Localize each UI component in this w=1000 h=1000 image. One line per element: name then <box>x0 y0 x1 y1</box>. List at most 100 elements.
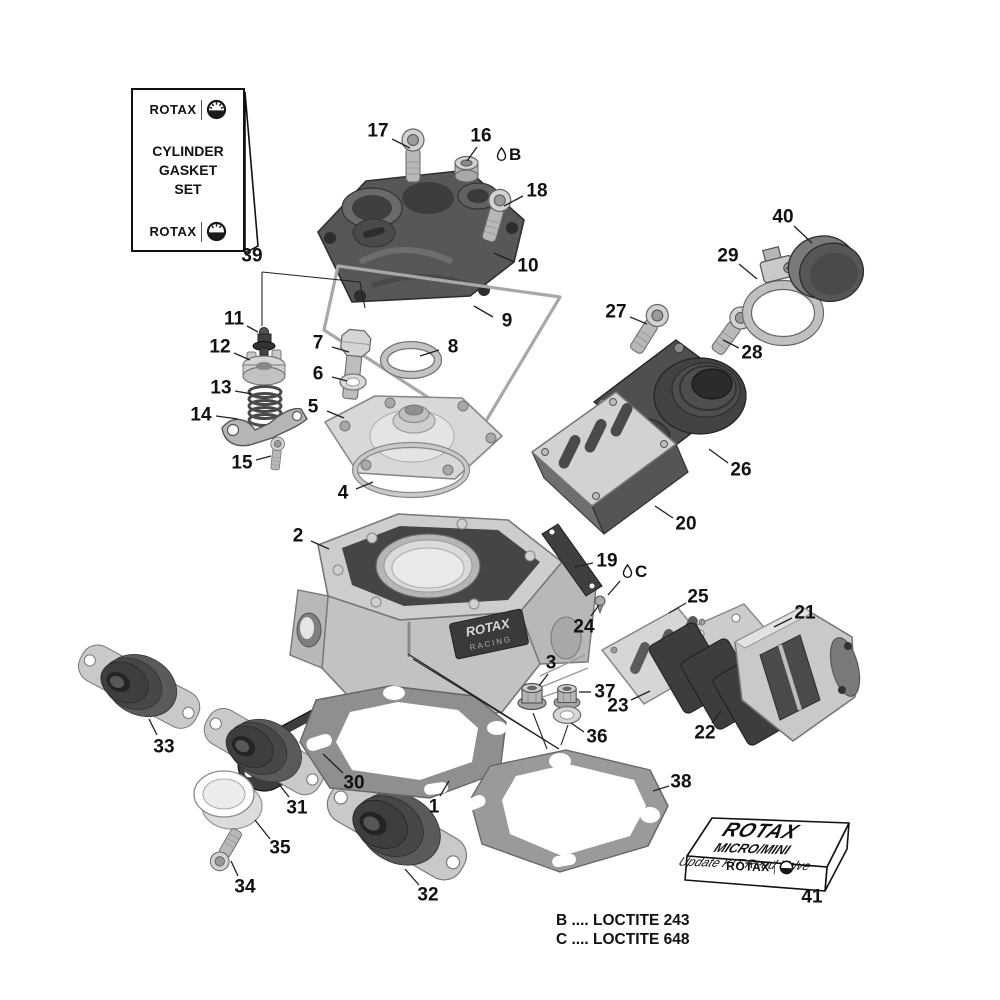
part-21-reed-cage <box>733 606 861 742</box>
callout-38: 38 <box>670 771 692 793</box>
callout-16: 16 <box>470 125 492 147</box>
adhesive-legend: B .... LOCTITE 243 C .... LOCTITE 648 <box>556 911 690 949</box>
callout-34: 34 <box>234 876 256 898</box>
callout-24: 24 <box>573 616 595 638</box>
leader-line <box>652 785 670 792</box>
rotax-wordmark: ROTAX <box>149 224 197 239</box>
gasket-set-card: ROTAX CYLINDER GASKET SET ROTAX <box>131 88 245 252</box>
part-4-o-ring <box>351 441 471 499</box>
leader-line <box>711 710 722 724</box>
callout-22: 22 <box>694 722 716 744</box>
leader-line <box>331 346 350 353</box>
callout-4: 4 <box>337 482 349 504</box>
leader-line <box>466 146 478 162</box>
callout-40: 40 <box>772 206 794 228</box>
callout-29: 29 <box>717 245 739 267</box>
callout-12: 12 <box>209 336 231 358</box>
card-brand-bottom: ROTAX <box>133 221 243 242</box>
leader-line <box>793 225 813 244</box>
brand-logo-icon <box>206 221 226 242</box>
callout-33: 33 <box>153 736 175 758</box>
legend-line-c: C .... LOCTITE 648 <box>556 931 690 948</box>
leader-line <box>773 617 793 628</box>
leader-line <box>708 448 729 464</box>
leader-line <box>233 352 251 361</box>
card-title-line3: SET <box>174 181 202 197</box>
leader-line <box>630 690 651 701</box>
callout-11: 11 <box>223 308 245 330</box>
brand-divider <box>200 99 202 120</box>
callout-6: 6 <box>312 363 324 385</box>
leader-line <box>590 604 600 617</box>
callout-14: 14 <box>190 404 212 426</box>
callout-36: 36 <box>586 726 608 748</box>
leader-line <box>538 673 549 687</box>
callout-8: 8 <box>447 336 459 358</box>
leader-line <box>322 753 344 774</box>
callout-19: 19 <box>596 550 618 572</box>
callout-41: 41 <box>801 886 823 908</box>
callout-37: 37 <box>594 681 616 703</box>
adhesive-letter: C <box>635 562 648 581</box>
part-29-hose-clamp <box>741 245 825 347</box>
leader-line <box>473 305 494 318</box>
rotax-wordmark: ROTAX <box>149 102 197 117</box>
callout-25: 25 <box>687 586 709 608</box>
part-11-plug <box>252 327 276 356</box>
callout-28: 28 <box>741 342 763 364</box>
part-24-screw <box>594 595 606 615</box>
leader-line <box>148 718 158 736</box>
card-title: CYLINDER GASKET SET <box>133 142 243 199</box>
leader-line <box>722 339 740 349</box>
part-1-base-gasket <box>299 685 507 799</box>
detail-line <box>532 712 548 750</box>
leader-line <box>215 415 239 420</box>
card-title-line2: GASKET <box>158 162 218 178</box>
leader-line <box>254 819 271 840</box>
leader-line <box>738 263 758 280</box>
callout-32: 32 <box>417 884 439 906</box>
part-35-sleeve <box>193 770 263 830</box>
card-brand-top: ROTAX <box>133 99 243 120</box>
callout-15: 15 <box>231 452 253 474</box>
droplet-icon <box>622 564 633 579</box>
adhesive-marker-B: B <box>496 146 521 163</box>
callout-23: 23 <box>607 695 629 717</box>
callout-27: 27 <box>605 301 627 323</box>
part-19-reed-gasket <box>541 523 603 597</box>
part-38-base-gasket <box>458 749 669 873</box>
callout-39: 39 <box>241 245 263 267</box>
callout-17: 17 <box>367 120 389 142</box>
leader-line <box>570 722 585 733</box>
part-14-bracket <box>221 407 308 447</box>
card-title-line1: CYLINDER <box>152 143 224 159</box>
callout-31: 31 <box>286 797 308 819</box>
callout-20: 20 <box>675 513 697 535</box>
adhesive-letter: B <box>509 145 522 164</box>
part-20-reed-valve-assembly <box>531 391 689 535</box>
callout-7: 7 <box>312 332 324 354</box>
callout-3: 3 <box>545 652 557 674</box>
part-39-gasket-set-card-fold <box>244 91 259 255</box>
leader-line <box>629 316 648 325</box>
detail-line <box>412 658 560 750</box>
callout-35: 35 <box>269 837 291 859</box>
detail-line <box>261 271 366 309</box>
leader-line <box>234 390 253 395</box>
callout-10: 10 <box>517 255 539 277</box>
leader-line <box>391 138 411 149</box>
leader-line <box>439 780 450 797</box>
kit-box-front-label: ROTAX <box>700 857 820 876</box>
callout-1: 1 <box>428 796 440 818</box>
leader-line <box>573 562 594 568</box>
leader-line <box>493 252 515 263</box>
detail-line <box>560 724 569 746</box>
legend-line-b: B .... LOCTITE 243 <box>556 912 690 929</box>
callout-9: 9 <box>501 310 513 332</box>
leader-line <box>503 195 524 207</box>
callout-26: 26 <box>730 459 752 481</box>
part-8-o-ring <box>379 340 443 380</box>
callout-21: 21 <box>794 602 816 624</box>
